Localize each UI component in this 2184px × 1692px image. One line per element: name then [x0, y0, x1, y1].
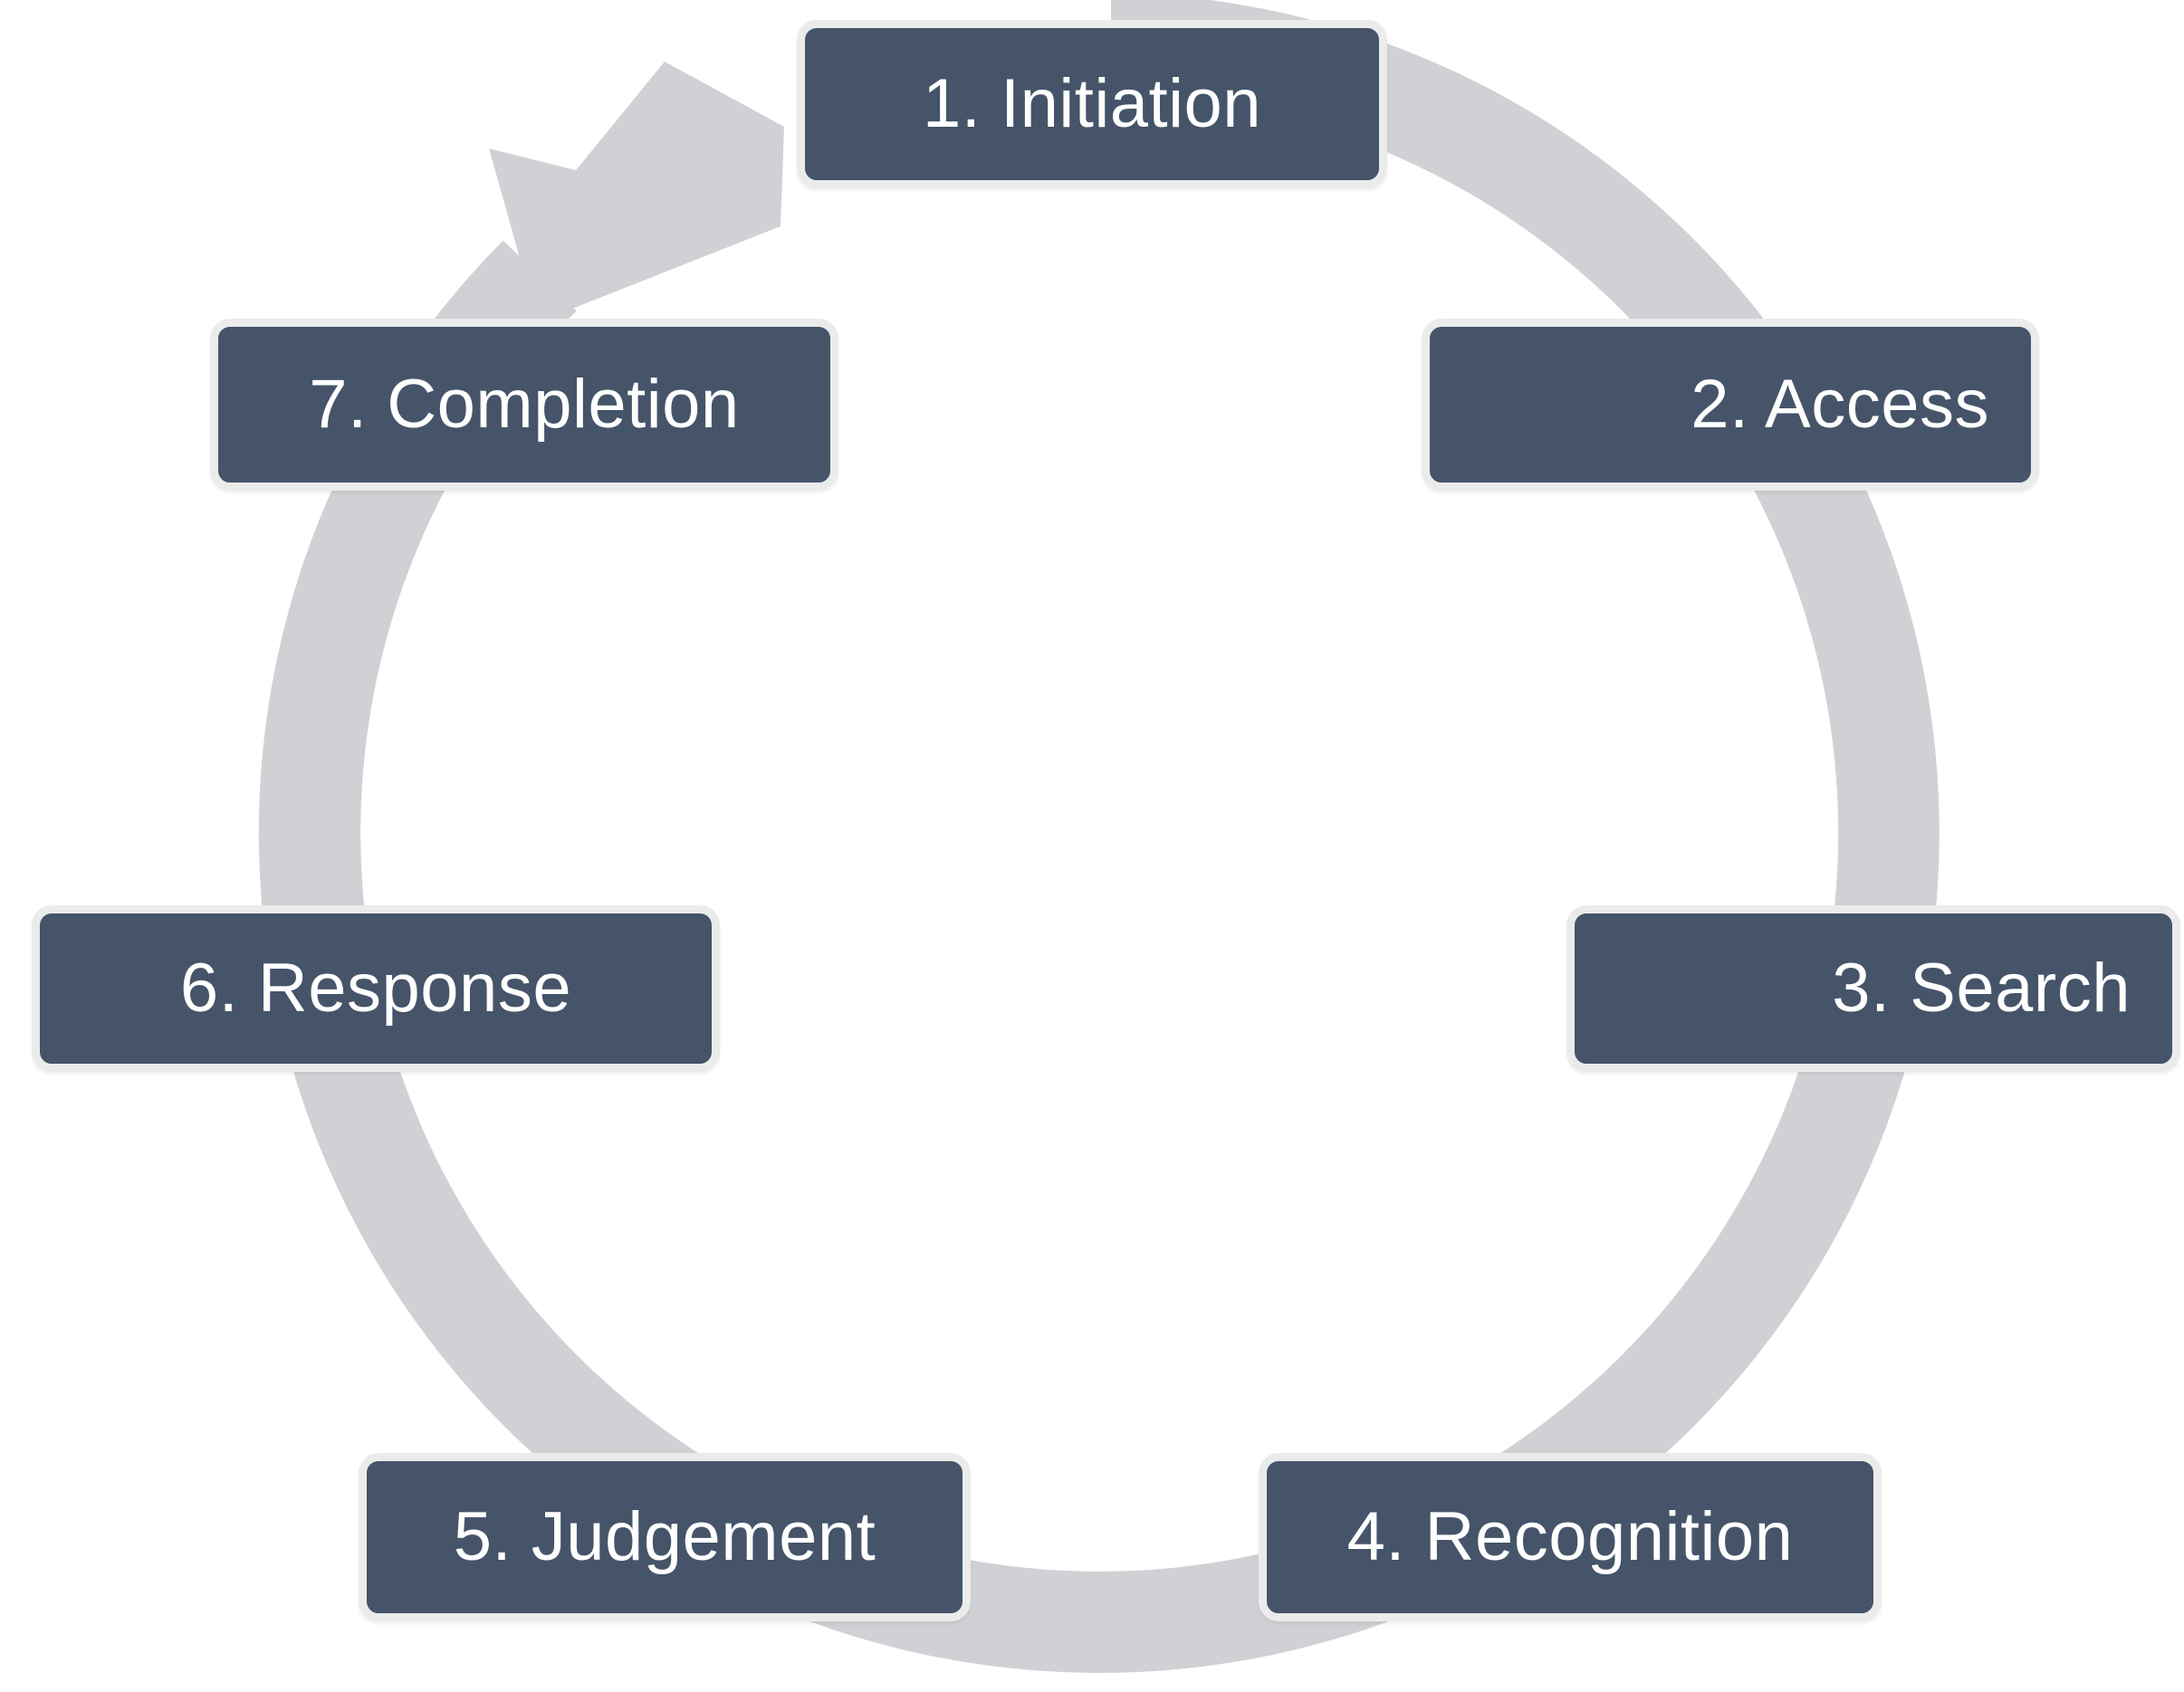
cycle-step-label: 2. Access — [1691, 366, 1989, 444]
cycle-step-recognition[interactable]: 4. Recognition — [1259, 1453, 1882, 1621]
cycle-step-label: 5. Judgement — [453, 1498, 876, 1576]
cycle-step-access[interactable]: 2. Access — [1422, 319, 2039, 491]
cycle-step-response[interactable]: 6. Response — [32, 905, 720, 1072]
cycle-step-label: 4. Recognition — [1346, 1498, 1794, 1576]
cycle-step-search[interactable]: 3. Search — [1566, 905, 2180, 1072]
cycle-step-label: 3. Search — [1832, 950, 2131, 1028]
ring-band-path — [258, 0, 1940, 1673]
cycle-step-completion[interactable]: 7. Completion — [210, 319, 838, 491]
cycle-step-label: 1. Initiation — [922, 65, 1262, 143]
cycle-step-label: 7. Completion — [309, 366, 740, 444]
cycle-step-judgement[interactable]: 5. Judgement — [359, 1453, 971, 1621]
cycle-step-initiation[interactable]: 1. Initiation — [797, 20, 1387, 188]
ring-arrowhead-icon — [489, 62, 784, 322]
cycle-step-label: 6. Response — [179, 950, 572, 1028]
